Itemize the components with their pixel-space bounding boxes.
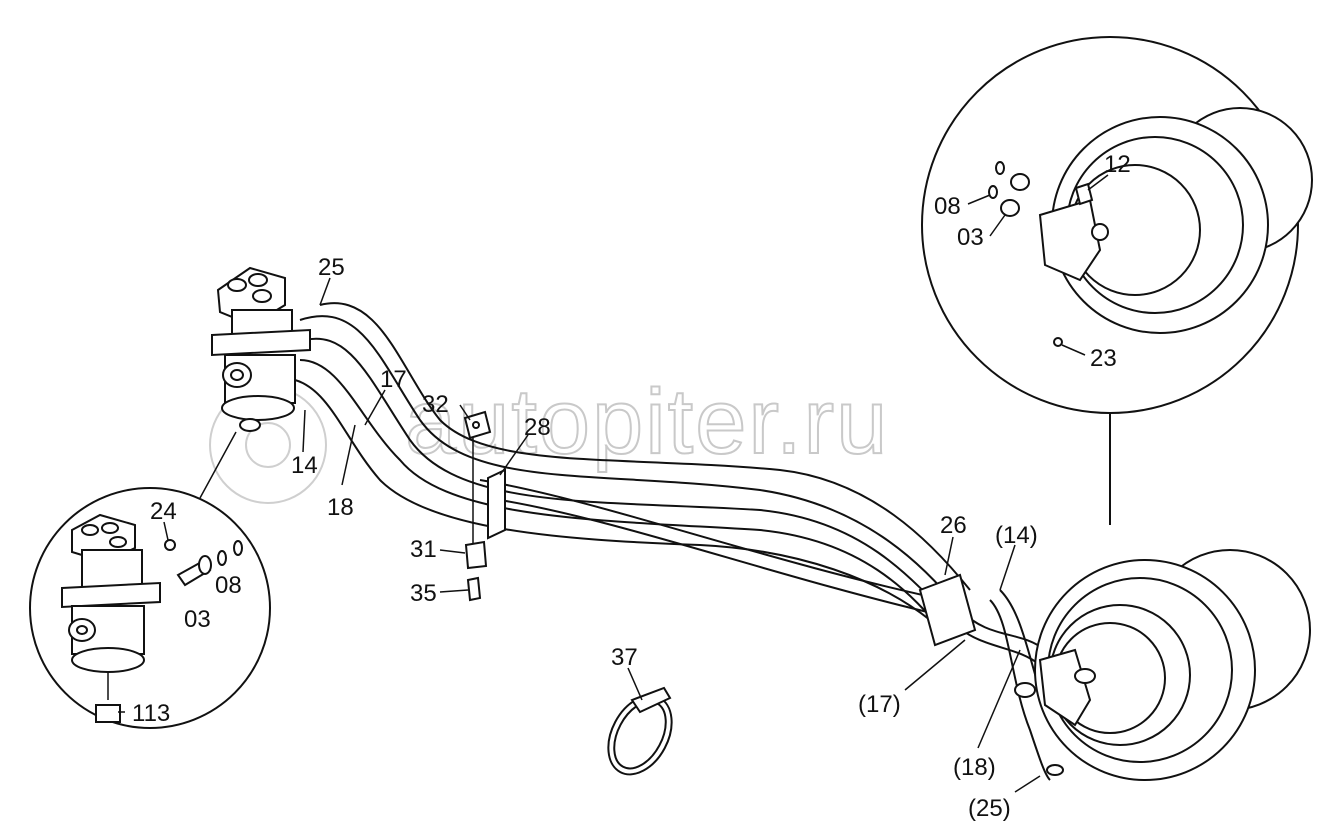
clamp-26 (918, 573, 977, 647)
clamp-28 (487, 468, 506, 540)
label-14-ref: (14) (995, 522, 1038, 549)
plate-32 (463, 410, 492, 440)
band-37 (607, 686, 673, 776)
label-08-left: 08 (215, 572, 242, 599)
label-37: 37 (611, 644, 638, 671)
travel-motor (1014, 549, 1311, 781)
label-23: 23 (1090, 345, 1117, 372)
label-28: 28 (524, 414, 551, 441)
label-25-ref: (25) (968, 795, 1011, 822)
label-17: 17 (380, 366, 407, 393)
label-18: 18 (327, 494, 354, 521)
swivel-joint (211, 266, 311, 432)
bolt-35 (466, 576, 482, 602)
label-14: 14 (291, 452, 318, 479)
label-24: 24 (150, 498, 177, 525)
label-26: 26 (940, 512, 967, 539)
label-32: 32 (422, 391, 449, 418)
label-12: 12 (1104, 151, 1131, 178)
label-31: 31 (410, 536, 437, 563)
detail-circle-right (921, 36, 1313, 525)
hose-bundle (294, 302, 1051, 781)
label-03-left: 03 (184, 606, 211, 633)
label-25: 25 (318, 254, 345, 281)
leader-lines (118, 174, 1109, 793)
label-18-ref: (18) (953, 754, 996, 781)
label-03-right: 03 (957, 224, 984, 251)
label-17-ref: (17) (858, 691, 901, 718)
part-labels: 25 17 32 28 14 18 31 35 24 08 03 113 37 … (132, 151, 1131, 822)
label-08-right: 08 (934, 193, 961, 220)
label-35: 35 (410, 580, 437, 607)
label-113: 113 (132, 700, 170, 727)
detail-circle-left (29, 431, 271, 729)
bracket-31 (464, 438, 488, 570)
